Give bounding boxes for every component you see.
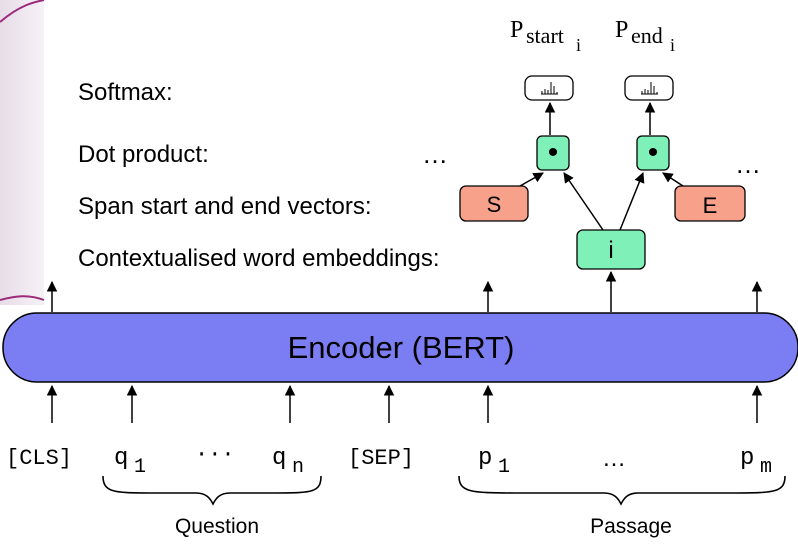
contextual-embeddings-label: Contextualised word embeddings: xyxy=(78,245,440,272)
svg-text:m: m xyxy=(760,456,772,479)
encoder-label: Encoder (BERT) xyxy=(288,330,515,365)
span-vectors-label: Span start and end vectors: xyxy=(78,193,372,220)
left-ellipsis: … xyxy=(422,139,448,169)
token-qn: q n xyxy=(272,445,304,479)
svg-text:P: P xyxy=(510,17,523,43)
token-p1: p 1 xyxy=(478,445,510,479)
svg-text:1: 1 xyxy=(498,456,510,479)
dot-product-box-end: • xyxy=(636,135,670,171)
arrow-s-to-dot xyxy=(519,172,544,187)
dot-product-label: Dot product: xyxy=(78,141,209,168)
encoder-bert-box: Encoder (BERT) xyxy=(2,312,798,383)
right-ellipsis: … xyxy=(735,149,761,179)
svg-text:q: q xyxy=(272,445,286,472)
softmax-box-start xyxy=(524,75,574,101)
svg-text:•: • xyxy=(548,136,559,169)
arrow-e-to-dot xyxy=(662,172,684,187)
svg-text:i: i xyxy=(576,35,581,55)
start-vector-box: S xyxy=(459,185,529,222)
svg-text:•: • xyxy=(648,136,659,169)
svg-text:p: p xyxy=(478,445,492,472)
softmax-box-end xyxy=(624,75,674,101)
passage-label: Passage xyxy=(590,515,672,538)
passage-brace xyxy=(458,475,786,506)
svg-text:1: 1 xyxy=(134,456,146,479)
svg-text:S: S xyxy=(487,192,502,217)
arrow-i-to-dot-end xyxy=(619,172,645,231)
p-start-output: P start i xyxy=(510,17,581,55)
svg-text:p: p xyxy=(740,445,754,472)
arrow-i-to-dot-start xyxy=(563,172,604,231)
softmax-label: Softmax: xyxy=(78,79,173,106)
svg-text:end: end xyxy=(631,23,663,48)
svg-text:E: E xyxy=(703,193,718,218)
svg-text:i: i xyxy=(670,35,675,55)
svg-text:q: q xyxy=(114,445,128,472)
token-sep: [SEP] xyxy=(348,446,414,471)
svg-text:n: n xyxy=(292,456,304,479)
token-cls: [CLS] xyxy=(6,446,72,471)
dot-product-box-start: • xyxy=(536,135,570,171)
svg-text:P: P xyxy=(615,17,628,43)
end-vector-box: E xyxy=(674,185,746,222)
question-brace xyxy=(102,475,322,506)
p-end-output: P end i xyxy=(615,17,675,55)
svg-text:i: i xyxy=(608,237,613,264)
svg-text:start: start xyxy=(526,23,564,48)
passage-dots: … xyxy=(602,445,626,472)
question-label: Question xyxy=(175,515,259,538)
question-dots: ··· xyxy=(195,442,235,467)
background-sidebar xyxy=(0,0,45,305)
token-q1: q 1 xyxy=(114,445,146,479)
token-pm: p m xyxy=(740,445,772,479)
token-embedding-box: i xyxy=(576,229,646,270)
